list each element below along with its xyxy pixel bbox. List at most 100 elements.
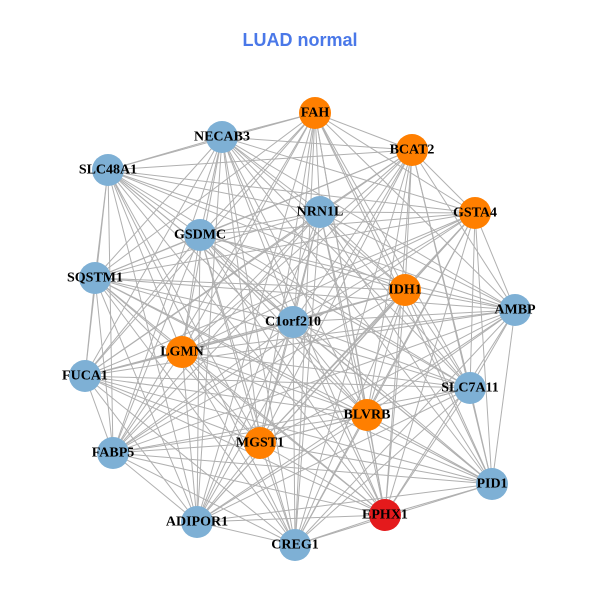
node-gsdmc[interactable]: GSDMC	[174, 219, 226, 251]
node-label: FABP5	[92, 446, 135, 461]
node-circle	[304, 196, 336, 228]
node-circle	[396, 134, 428, 166]
node-label: LGMN	[160, 345, 204, 360]
edge-SQSTM1-ADIPOR1	[94, 277, 198, 523]
node-circle	[184, 219, 216, 251]
node-circle	[244, 427, 276, 459]
node-circle	[279, 529, 311, 561]
node-idh1[interactable]: IDH1	[388, 274, 422, 306]
edge-AMBP-CREG1	[294, 309, 516, 546]
edge-NECAB3-NRN1L	[221, 136, 321, 213]
node-gsta4[interactable]: GSTA4	[453, 197, 497, 229]
edge-SLC7A11-FABP5	[112, 387, 471, 454]
edge-NRN1L-LGMN	[181, 211, 321, 353]
edge-LGMN-FUCA1	[84, 351, 183, 377]
node-fabp5[interactable]: FABP5	[92, 437, 135, 469]
node-fah[interactable]: FAH	[299, 97, 331, 129]
edge-EPHX1-ADIPOR1	[196, 514, 386, 523]
node-nrn1l[interactable]: NRN1L	[297, 196, 344, 228]
node-circle	[79, 262, 111, 294]
edge-C1orf210-BLVRB	[292, 321, 368, 416]
node-label: PID1	[476, 477, 507, 492]
edge-GSDMC-CREG1	[199, 234, 296, 546]
edge-FABP5-PID1	[112, 452, 493, 485]
edge-IDH1-SLC7A11	[404, 289, 471, 389]
edge-FUCA1-SLC7A11	[84, 375, 471, 389]
node-circle	[499, 294, 531, 326]
node-circle	[454, 372, 486, 404]
edge-GSTA4-LGMN	[181, 212, 476, 353]
edge-SQSTM1-AMBP	[94, 277, 516, 311]
edge-ADIPOR1-CREG1	[196, 521, 296, 546]
edge-GSTA4-SLC7A11	[469, 212, 476, 389]
node-bcat2[interactable]: BCAT2	[390, 134, 435, 166]
node-circle	[92, 154, 124, 186]
node-pid1[interactable]: PID1	[476, 468, 508, 500]
node-label: NECAB3	[194, 130, 250, 145]
node-mgst1[interactable]: MGST1	[236, 427, 284, 459]
node-circle	[459, 197, 491, 229]
edge-NRN1L-ADIPOR1	[196, 211, 321, 523]
edge-MGST1-EPHX1	[259, 442, 386, 516]
edge-AMBP-C1orf210	[292, 309, 516, 323]
edge-NECAB3-CREG1	[221, 136, 296, 546]
edge-BLVRB-MGST1	[259, 414, 368, 444]
edge-GSDMC-AMBP	[199, 234, 516, 311]
node-adipor1[interactable]: ADIPOR1	[166, 506, 228, 538]
edge-AMBP-MGST1	[259, 309, 516, 444]
node-creg1[interactable]: CREG1	[271, 529, 319, 561]
edge-FUCA1-PID1	[84, 375, 493, 485]
node-label: GSTA4	[453, 206, 497, 221]
edge-MGST1-CREG1	[259, 442, 296, 546]
edge-FAH-NRN1L	[314, 112, 321, 213]
edge-NECAB3-BCAT2	[221, 136, 413, 151]
edge-GSDMC-FABP5	[112, 234, 201, 454]
node-c1orf210[interactable]: C1orf210	[265, 306, 321, 338]
edge-BCAT2-LGMN	[181, 149, 413, 353]
node-label: SLC7A11	[441, 381, 499, 396]
node-circle	[69, 360, 101, 392]
edge-NECAB3-SQSTM1	[94, 136, 223, 279]
node-circle	[369, 499, 401, 531]
node-slc48a1[interactable]: SLC48A1	[79, 154, 137, 186]
node-ambp[interactable]: AMBP	[494, 294, 536, 326]
edge-GSTA4-FUCA1	[84, 212, 476, 377]
edge-GSTA4-EPHX1	[384, 212, 476, 516]
edge-LGMN-EPHX1	[181, 351, 386, 516]
edge-LGMN-BLVRB	[181, 351, 368, 416]
edge-MGST1-FABP5	[112, 442, 261, 454]
node-slc7a11[interactable]: SLC7A11	[441, 372, 499, 404]
node-necab3[interactable]: NECAB3	[194, 121, 250, 153]
edge-layer	[84, 112, 516, 546]
edge-NRN1L-FABP5	[112, 211, 321, 454]
node-circle	[351, 399, 383, 431]
edge-NECAB3-PID1	[221, 136, 493, 485]
node-circle	[476, 468, 508, 500]
node-label: NRN1L	[297, 205, 344, 220]
edge-C1orf210-SLC7A11	[292, 321, 471, 389]
edge-NECAB3-FABP5	[112, 136, 223, 454]
edge-NRN1L-CREG1	[294, 211, 321, 546]
node-sqstm1[interactable]: SQSTM1	[67, 262, 123, 294]
edge-SQSTM1-FUCA1	[84, 277, 96, 377]
edge-NECAB3-SLC7A11	[221, 136, 471, 389]
edge-NRN1L-IDH1	[319, 211, 406, 291]
node-lgmn[interactable]: LGMN	[160, 336, 204, 368]
edge-SLC7A11-CREG1	[294, 387, 471, 546]
edge-NECAB3-ADIPOR1	[196, 136, 223, 523]
edge-IDH1-AMBP	[404, 289, 516, 311]
edge-SQSTM1-EPHX1	[94, 277, 386, 516]
edge-FABP5-ADIPOR1	[112, 452, 198, 523]
node-blvrb[interactable]: BLVRB	[344, 399, 391, 431]
edge-AMBP-LGMN	[181, 309, 516, 353]
edge-SQSTM1-IDH1	[94, 277, 406, 291]
edge-FUCA1-EPHX1	[84, 375, 386, 516]
edge-SQSTM1-CREG1	[94, 277, 296, 546]
edge-SLC48A1-ADIPOR1	[107, 169, 198, 523]
edge-GSTA4-PID1	[474, 212, 493, 485]
node-label: GSDMC	[174, 228, 226, 243]
figure-title: LUAD normal	[242, 30, 358, 50]
node-fuca1[interactable]: FUCA1	[62, 360, 108, 392]
node-ephx1[interactable]: EPHX1	[362, 499, 408, 531]
